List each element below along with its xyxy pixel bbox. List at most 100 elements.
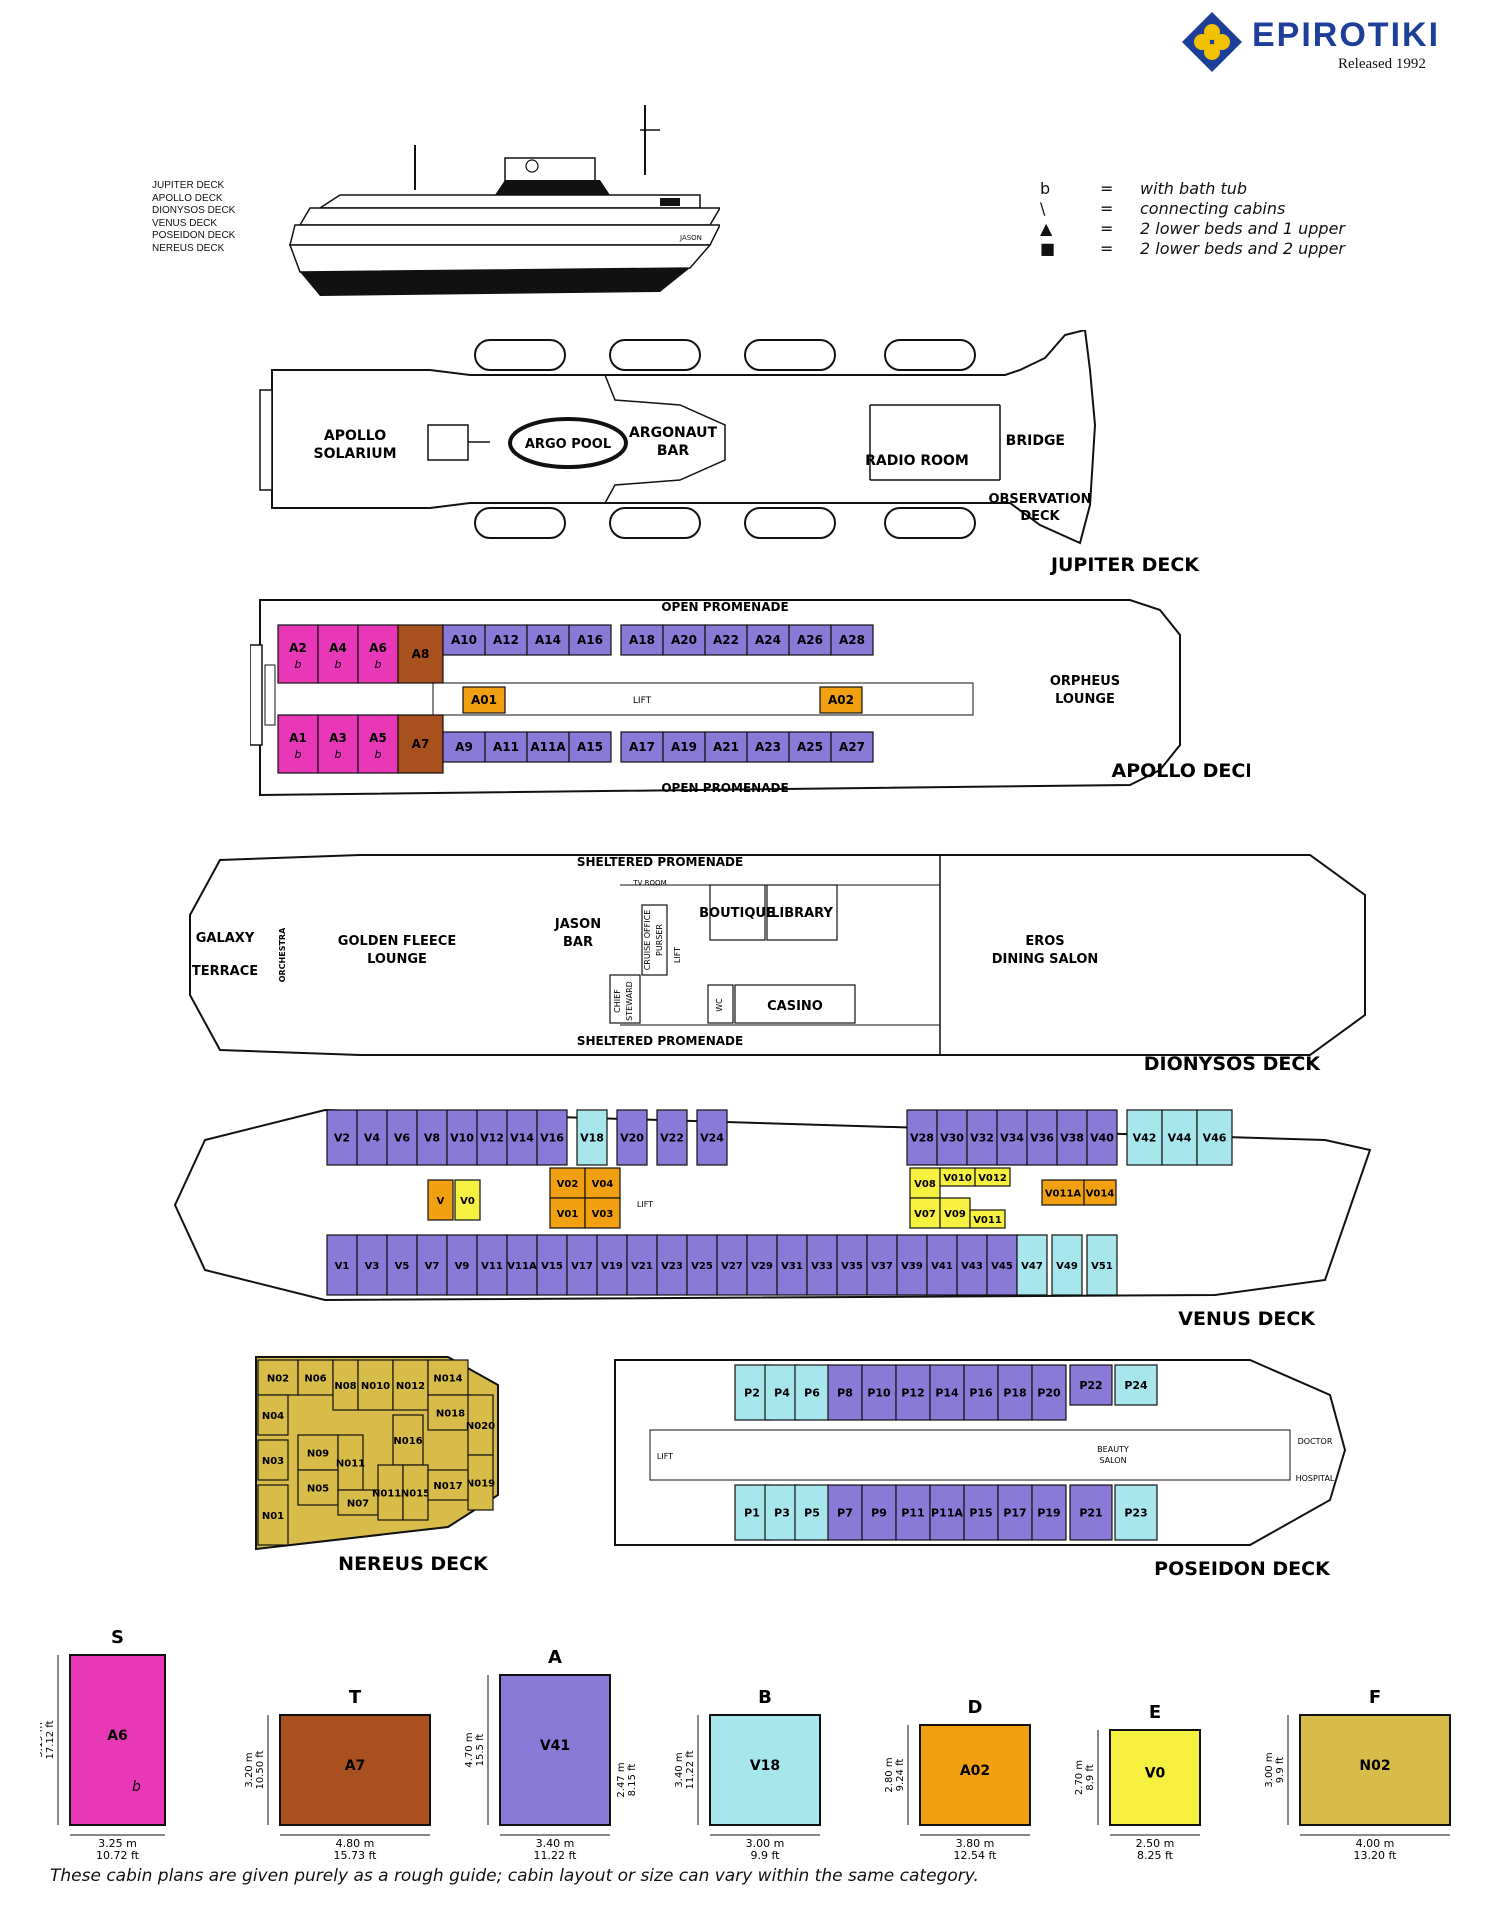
cabin-shape (536, 1234, 568, 1296)
width-meters: 4.00 m (1356, 1837, 1395, 1850)
cabin-p20: P20 (1031, 1364, 1067, 1421)
cabin-label: V011 (973, 1215, 1002, 1226)
cabin-shape (392, 1414, 424, 1466)
height-meters: 3.40 m (674, 1752, 685, 1787)
cabin-plan-shape (709, 1714, 821, 1826)
cabin-shape (895, 1484, 931, 1541)
cabin-shape (257, 1359, 299, 1396)
cabin-shape (866, 1234, 898, 1296)
cabin-label: A16 (577, 633, 603, 647)
cabin-n011a: N011A (372, 1464, 409, 1521)
cabin-n04: N04 (257, 1394, 289, 1436)
height-feet: 10.50 ft (255, 1750, 266, 1789)
jupiter-deck-title: JUPITER DECK (1049, 554, 1200, 576)
cabin-v11a: V11A (506, 1234, 538, 1296)
cabin-v32: V32 (966, 1109, 998, 1166)
cabin-shape (788, 731, 832, 763)
cabin-label: V02 (557, 1179, 579, 1190)
cabin-plan-shape (1109, 1729, 1201, 1826)
cabin-v16: V16 (536, 1109, 568, 1166)
cabin-v6: V6 (386, 1109, 418, 1166)
cabin-shape (746, 731, 790, 763)
cabin-shape (326, 1109, 358, 1166)
cabin-label: V22 (660, 1132, 684, 1145)
cabin-p17: P17 (997, 1484, 1033, 1541)
cabin-shape (1069, 1484, 1113, 1541)
cabin-v36: V36 (1026, 1109, 1058, 1166)
cabin-label: V45 (991, 1261, 1013, 1272)
width-feet: 11.22 ft (534, 1849, 578, 1860)
purser-label: PURSER (655, 924, 664, 956)
cabin-shape (929, 1364, 965, 1421)
cabin-shape (734, 1364, 770, 1421)
cabin-label: N08 (334, 1381, 356, 1392)
cabin-v35: V35 (836, 1234, 868, 1296)
chief-steward-label: STEWARD (625, 981, 634, 1021)
cabin-a28: A28 (830, 624, 874, 656)
cabin-p4: P4 (764, 1364, 800, 1421)
cabin-v37: V37 (866, 1234, 898, 1296)
cabin-label: V47 (1021, 1261, 1043, 1272)
lift-label: LIFT (673, 947, 682, 963)
cabin-label: V20 (620, 1132, 644, 1145)
cabin-label: V08 (914, 1179, 936, 1190)
cruise-office-label: CRUISE OFFICE (643, 910, 652, 971)
cabin-shape (427, 1179, 454, 1221)
cabin-shape (696, 1109, 728, 1166)
cabin-shape (616, 1109, 648, 1166)
cabin-label: A01 (471, 693, 497, 707)
bath-tub-mark: b (375, 748, 382, 761)
cabin-shape (257, 1394, 289, 1436)
cabin-v7: V7 (416, 1234, 448, 1296)
cabin-label: V35 (841, 1261, 863, 1272)
cabin-shape (830, 624, 874, 656)
cabin-label: N019 (466, 1479, 495, 1490)
width-meters: 3.40 m (536, 1837, 575, 1850)
width-feet: 13.20 ft (1354, 1849, 1398, 1860)
cabin-shape (596, 1234, 628, 1296)
orchestra-label: ORCHESTRA (278, 927, 287, 982)
bath-tub-mark: b (132, 1779, 141, 1795)
cabin-label: P6 (804, 1387, 820, 1400)
cabin-label: A10 (451, 633, 477, 647)
cabin-shape (716, 1234, 748, 1296)
galaxy-terrace-label: GALAXY (196, 931, 255, 946)
cabin-label: V46 (1203, 1132, 1227, 1145)
cabin-a17: A17 (620, 731, 664, 763)
cabin-label: N011 (336, 1459, 365, 1470)
cabin-v014: V014 (1083, 1179, 1117, 1206)
cabin-label: P2 (744, 1387, 760, 1400)
cabin-a26: A26 (788, 624, 832, 656)
cabin-v34: V34 (996, 1109, 1028, 1166)
cabin-label: V01 (557, 1209, 579, 1220)
triangle-icon: ▲ (1040, 218, 1053, 238)
cabin-p22: P22 (1069, 1364, 1113, 1406)
cabin-v22: V22 (656, 1109, 688, 1166)
legend-row: ▲=2 lower beds and 1 upper (1040, 218, 1345, 238)
cabin-v43: V43 (956, 1234, 988, 1296)
cabin-shape (568, 731, 612, 763)
height-feet: 8.9 ft (1085, 1764, 1096, 1790)
cabin-category-label: B (758, 1687, 772, 1708)
cabin-shape (776, 1234, 808, 1296)
cabin-shape (568, 624, 612, 656)
cabin-label: V2 (334, 1132, 350, 1145)
width-meters: 4.80 m (336, 1837, 375, 1850)
cabin-v29: V29 (746, 1234, 778, 1296)
jupiter-solarium-label: SOLARIUM (313, 446, 396, 462)
cabin-shape (277, 714, 319, 774)
cabin-shape (1051, 1234, 1083, 1296)
cabin-n010: N010 (357, 1359, 394, 1411)
cabin-plan-id: V0 (1145, 1766, 1166, 1782)
cabin-v42: V42 (1126, 1109, 1163, 1166)
cabin-a22: A22 (704, 624, 748, 656)
poseidon-deck-plan: LIFT BEAUTY SALON DOCTOR HOSPITAL POSEID… (614, 1359, 1347, 1580)
cabin-v1: V1 (326, 1234, 358, 1296)
cabin-v08: V08 (909, 1167, 941, 1199)
ship-name-label: JASON (679, 234, 702, 242)
cabin-p11: P11 (895, 1484, 931, 1541)
cabin-a12: A12 (484, 624, 528, 656)
tv-room-label: TV ROOM (632, 879, 666, 887)
